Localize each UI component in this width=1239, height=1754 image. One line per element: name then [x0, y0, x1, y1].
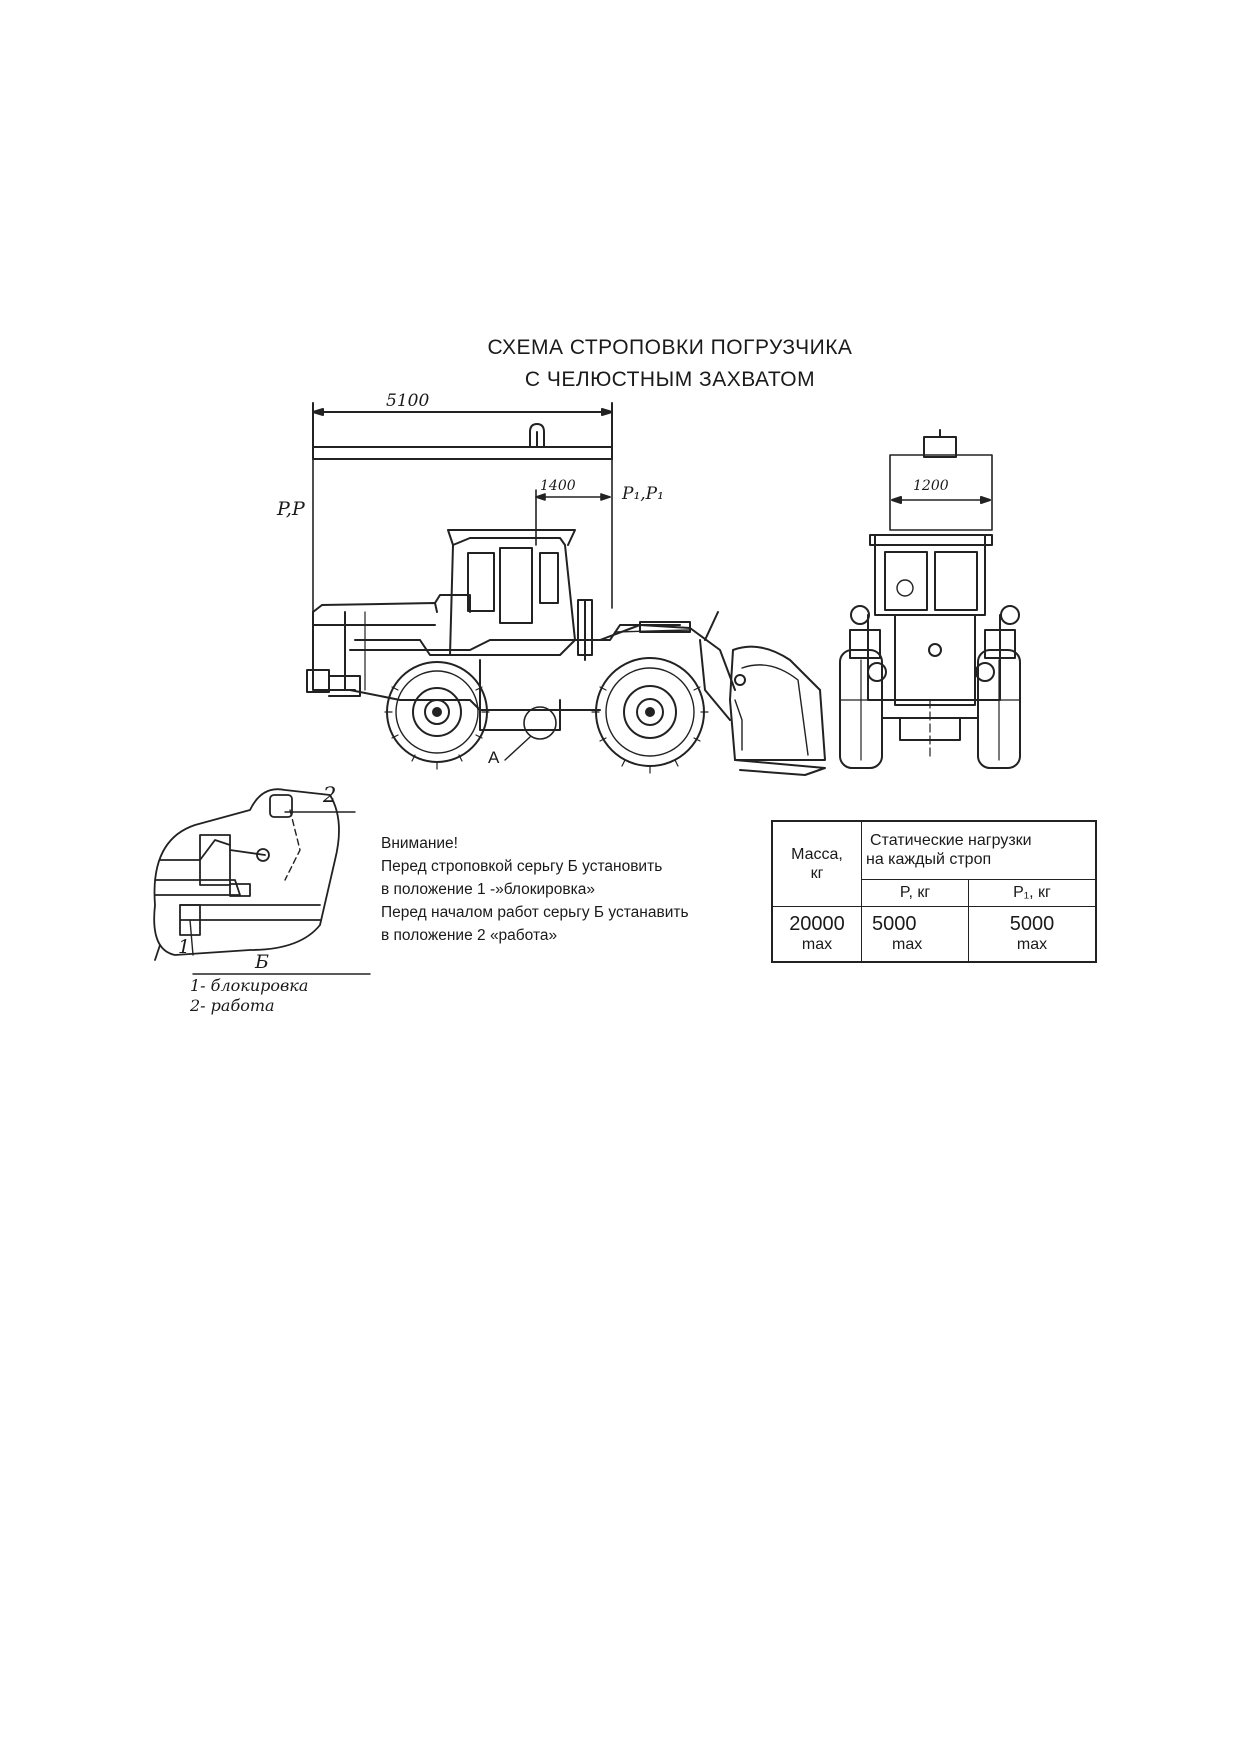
detail-label-2: 2: [323, 783, 337, 807]
loads-table: Масса, кг Статические нагрузки на каждый…: [771, 820, 1097, 963]
p-header: P, кг: [861, 878, 969, 907]
notice-line: Перед началом работ серьгу Б устанавить: [381, 904, 689, 921]
p-value-cell: 5000 max: [861, 905, 969, 963]
load-label-p1: P₁,P₁: [622, 484, 664, 504]
notice-line: в положение 1 -»блокировка»: [381, 881, 596, 898]
legend-item-2: 2- работа: [190, 996, 275, 1015]
loads-header: Статические нагрузки: [870, 832, 1032, 850]
loader-front-view: [839, 429, 1021, 769]
mass-unit: кг: [810, 864, 824, 882]
load-label-p: P,P: [277, 498, 305, 520]
detail-label-b: Б: [255, 951, 269, 973]
diagram-title-line1: СХЕМА СТРОПОВКИ ПОГРУЗЧИКА: [487, 336, 853, 359]
p-note: max: [892, 936, 923, 954]
notice-line: в положение 2 «работа»: [381, 927, 558, 944]
dimension-1400: [535, 493, 611, 501]
p1-value-cell: 5000 max: [968, 905, 1097, 963]
spreader-beam: [312, 423, 613, 460]
p1-note: max: [1016, 936, 1048, 954]
detail-label-1: 1: [178, 936, 191, 958]
notice-line: Перед строповкой серьгу Б установить: [381, 858, 663, 875]
loads-subheader: на каждый строп: [866, 851, 992, 869]
mass-value-cell: 20000 max: [771, 905, 862, 963]
dim-label-1200: 1200: [913, 478, 949, 494]
loader-side-view: [306, 529, 826, 776]
p1-header: P₁, кг: [968, 878, 1097, 907]
mass-value: 20000: [789, 913, 845, 936]
dim-label-1400: 1400: [540, 478, 576, 494]
mass-header-cell: Масса, кг: [771, 820, 862, 907]
mass-note: max: [801, 936, 833, 954]
loads-header-cell: Статические нагрузки на каждый строп: [861, 820, 1097, 880]
p1-value: 5000: [1009, 913, 1055, 936]
diagram-title-line2: С ЧЕЛЮСТНЫМ ЗАХВАТОМ: [524, 368, 816, 391]
p-value: 5000: [872, 913, 917, 936]
attention-notice: Внимание! Перед строповкой серьгу Б уста…: [381, 832, 689, 947]
mass-header: Масса,: [791, 845, 843, 863]
legend-item-1: 1- блокировка: [190, 976, 309, 995]
lock-detail-view: [153, 788, 371, 975]
notice-heading: Внимание!: [381, 835, 458, 852]
detail-label-a: A: [488, 748, 500, 767]
dimension-5100: [312, 402, 613, 459]
dim-label-5100: 5100: [386, 391, 430, 411]
